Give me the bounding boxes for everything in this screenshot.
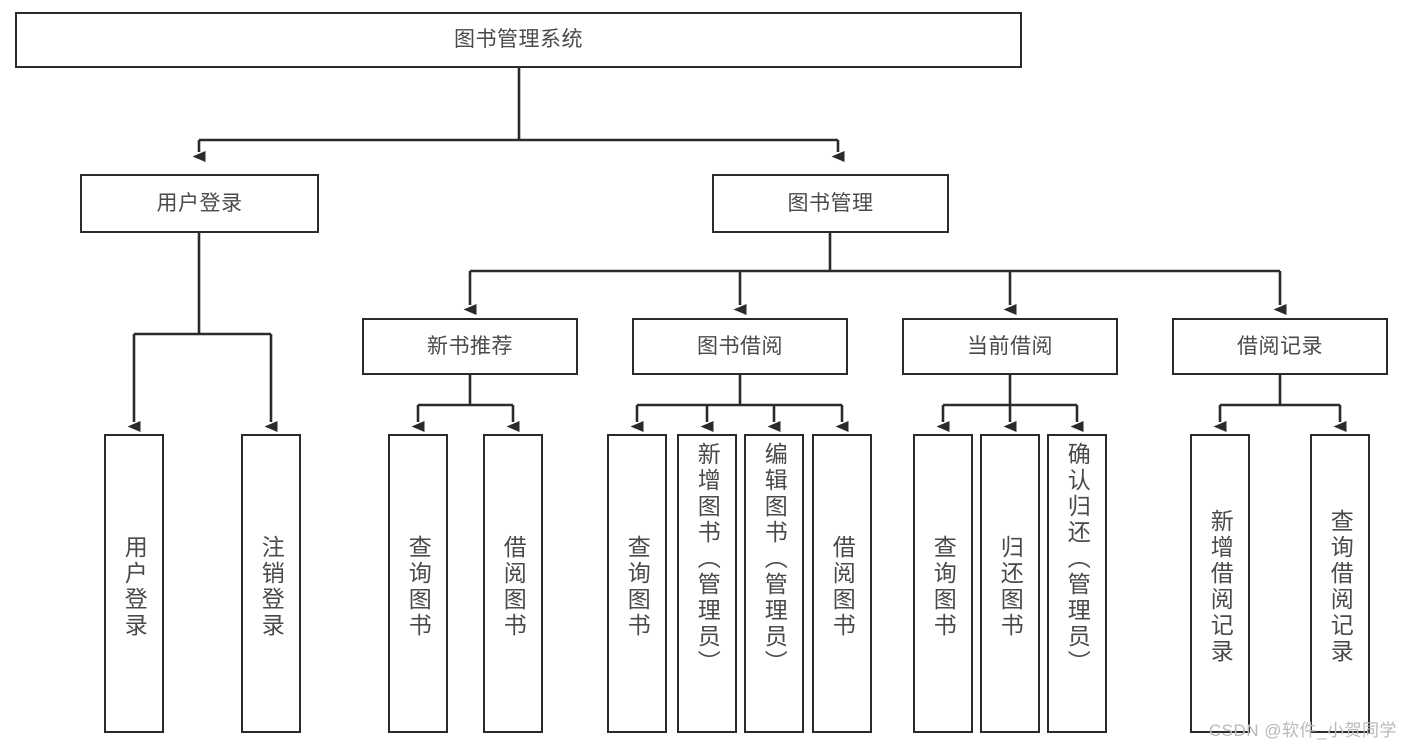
node-label: 图书管理系统 xyxy=(454,28,583,52)
leaf-book-borrow-edit-book-admin[interactable]: 编辑图书（管理员） xyxy=(744,434,804,733)
node-book-management[interactable]: 图书管理 xyxy=(712,174,949,233)
node-label: 查询图书 xyxy=(930,534,957,639)
leaf-book-borrow-add-book-admin[interactable]: 新增图书（管理员） xyxy=(677,434,737,733)
leaf-book-borrow-query-book[interactable]: 查询图书 xyxy=(607,434,667,733)
node-label: 图书管理 xyxy=(787,191,874,215)
node-borrow-record[interactable]: 借阅记录 xyxy=(1172,318,1388,375)
leaf-borrow-record-add-record[interactable]: 新增借阅记录 xyxy=(1190,434,1250,733)
leaf-current-borrow-return-book[interactable]: 归还图书 xyxy=(980,434,1040,733)
node-label: 借阅图书 xyxy=(500,534,527,639)
node-label: 借阅图书 xyxy=(829,534,856,639)
node-label: 编辑图书（管理员） xyxy=(761,442,788,676)
leaf-new-book-borrow-book[interactable]: 借阅图书 xyxy=(483,434,543,733)
leaf-current-borrow-query-book[interactable]: 查询图书 xyxy=(913,434,973,733)
node-label: 用户登录 xyxy=(121,534,148,639)
leaf-new-book-query-book[interactable]: 查询图书 xyxy=(388,434,448,733)
node-new-book-recommend[interactable]: 新书推荐 xyxy=(362,318,578,375)
node-label: 借阅记录 xyxy=(1237,334,1323,358)
node-label: 归还图书 xyxy=(997,534,1024,639)
node-label: 图书借阅 xyxy=(697,334,783,358)
node-label: 用户登录 xyxy=(156,191,243,215)
leaf-book-borrow-borrow-book[interactable]: 借阅图书 xyxy=(812,434,872,733)
leaf-borrow-record-query-record[interactable]: 查询借阅记录 xyxy=(1310,434,1370,733)
node-current-borrow[interactable]: 当前借阅 xyxy=(902,318,1118,375)
leaf-user-login-login[interactable]: 用户登录 xyxy=(104,434,164,733)
node-label: 新书推荐 xyxy=(427,334,513,358)
node-label: 当前借阅 xyxy=(967,334,1053,358)
node-label: 查询图书 xyxy=(405,534,432,639)
leaf-current-borrow-confirm-return-admin[interactable]: 确认归还（管理员） xyxy=(1047,434,1107,733)
node-label: 注销登录 xyxy=(258,534,285,639)
node-label: 新增借阅记录 xyxy=(1207,508,1234,665)
watermark-text: CSDN @软件_小贺同学 xyxy=(1208,721,1397,740)
leaf-user-login-logout[interactable]: 注销登录 xyxy=(241,434,301,733)
node-book-borrow[interactable]: 图书借阅 xyxy=(632,318,848,375)
node-label: 查询借阅记录 xyxy=(1327,508,1354,665)
node-user-login[interactable]: 用户登录 xyxy=(80,174,319,233)
node-label: 确认归还（管理员） xyxy=(1064,442,1091,676)
node-root-book-management-system[interactable]: 图书管理系统 xyxy=(15,12,1022,68)
node-label: 新增图书（管理员） xyxy=(694,442,721,676)
node-label: 查询图书 xyxy=(624,534,651,639)
